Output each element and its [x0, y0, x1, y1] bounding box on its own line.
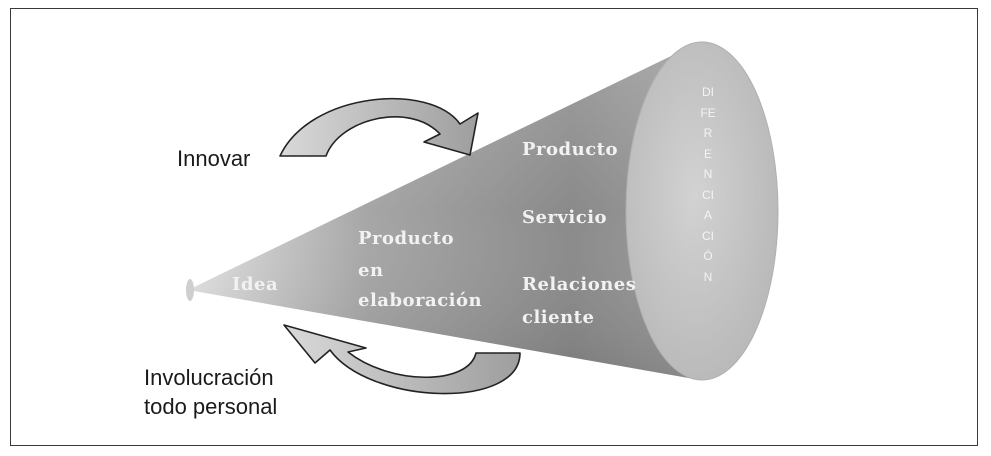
cone-label-producto-elaboracion-line2: en: [358, 260, 384, 281]
cone-label-servicio: Servicio: [522, 207, 608, 228]
cone-label-relaciones-line1: Relaciones: [522, 274, 637, 295]
innovar-arrow: [279, 97, 479, 157]
cone-shade: [188, 42, 700, 380]
cone-label-producto-elaboracion-line3: elaboración: [358, 290, 483, 311]
cone-tip: [186, 279, 194, 301]
cone-label-producto-elaboracion-line1: Producto: [358, 228, 454, 249]
diferenciacion-vertical-label: DIFERENCIACIÓN: [700, 85, 716, 284]
cone-label-producto: Producto: [522, 139, 618, 160]
involucracion-label-line2: todo personal: [144, 394, 278, 419]
cone-label-relaciones-line2: cliente: [522, 307, 595, 328]
involucracion-arrow: [283, 324, 521, 395]
involucracion-label-line1: Involucración: [144, 365, 274, 390]
cone-base-ellipse: [625, 41, 779, 381]
cone-label-idea: Idea: [232, 274, 279, 295]
innovar-label: Innovar: [177, 146, 251, 171]
